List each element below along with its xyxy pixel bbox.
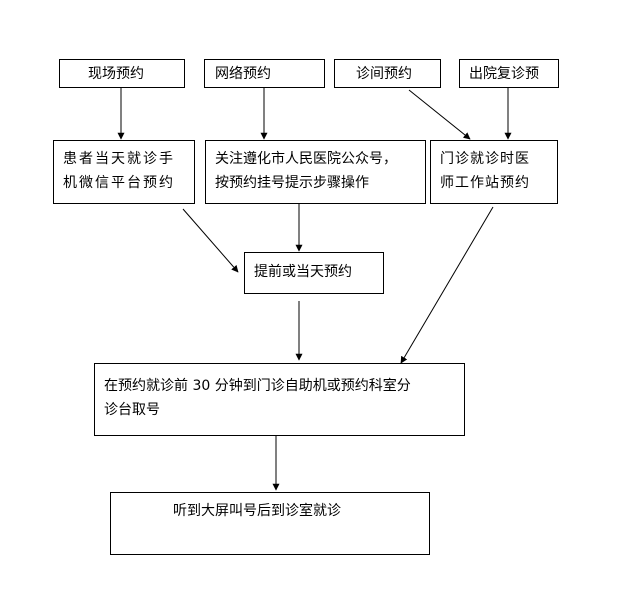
node-wechat-follow: 关注遵化市人民医院公众号， 按预约挂号提示步骤操作 — [205, 140, 426, 204]
node-wechat-follow-label: 关注遵化市人民医院公众号， 按预约挂号提示步骤操作 — [215, 151, 397, 191]
arrow-phone-to-advance — [182, 208, 239, 273]
node-discharge-followup: 出院复诊预 — [459, 59, 559, 88]
node-online-label: 网络预约 — [215, 66, 271, 82]
node-advance-label: 提前或当天预约 — [254, 264, 352, 280]
node-visit-label: 听到大屏叫号后到诊室就诊 — [173, 503, 341, 519]
node-advance-or-same-day: 提前或当天预约 — [244, 252, 384, 294]
node-get-number-label: 在预约就诊前 30 分钟到门诊自助机或预约科室分 诊台取号 — [104, 378, 411, 418]
node-get-number: 在预约就诊前 30 分钟到门诊自助机或预约科室分 诊台取号 — [94, 363, 465, 436]
arrow-doctor-station-to-get-number — [400, 206, 494, 364]
node-online-appointment: 网络预约 — [204, 59, 325, 88]
arrow-consult-to-doctor-station — [408, 89, 471, 140]
node-discharge-label: 出院复诊预 — [469, 66, 539, 82]
node-doctor-station: 门诊就诊时医 师工作站预约 — [430, 140, 558, 204]
node-consult-label: 诊间预约 — [356, 66, 412, 82]
node-visit: 听到大屏叫号后到诊室就诊 — [110, 492, 430, 555]
node-onsite-appointment: 现场预约 — [59, 59, 185, 88]
node-onsite-label: 现场预约 — [88, 66, 144, 82]
node-same-day-phone-wechat: 患者当天就诊手 机微信平台预约 — [53, 140, 195, 204]
node-consult-appointment: 诊间预约 — [334, 59, 441, 88]
node-doctor-station-label: 门诊就诊时医 师工作站预约 — [440, 151, 530, 191]
node-same-day-phone-label: 患者当天就诊手 机微信平台预约 — [63, 151, 175, 191]
